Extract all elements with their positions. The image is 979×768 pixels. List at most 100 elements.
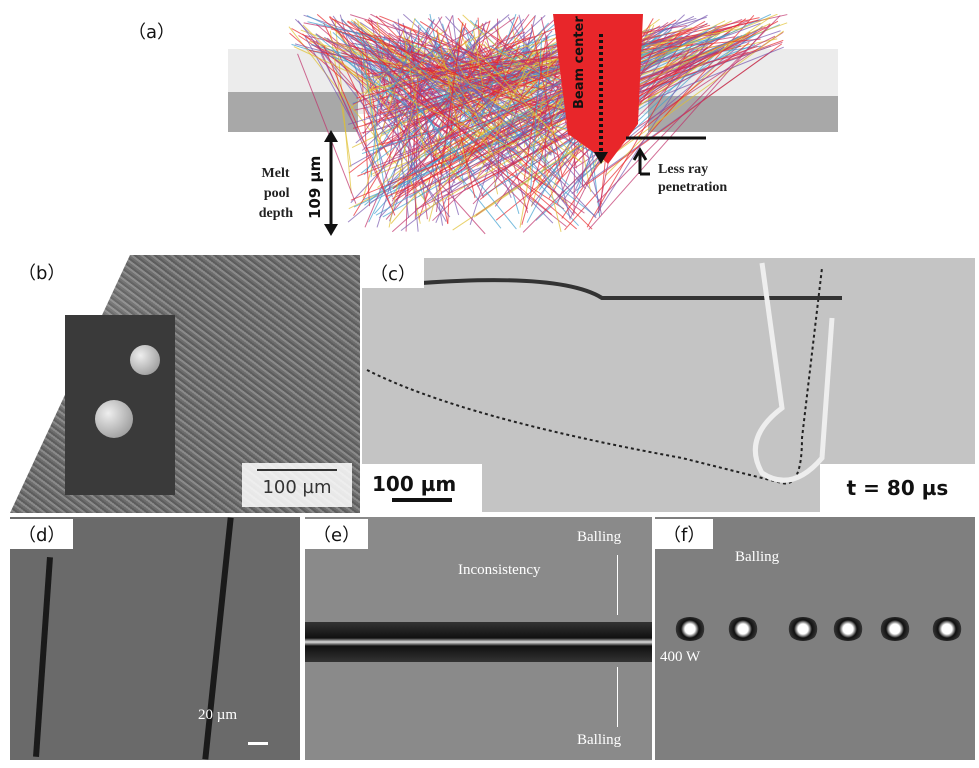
powder-particle: [130, 345, 160, 375]
beam-center-text: Beam center: [572, 16, 587, 109]
ray: [400, 36, 583, 163]
panel-f-sem-image: （f） Balling 400 W: [655, 517, 975, 760]
ray: [331, 18, 547, 115]
ray: [409, 29, 444, 226]
ray: [315, 33, 377, 87]
melt-pool-boundary: [366, 267, 823, 485]
balling-particle: [727, 617, 759, 641]
ray: [390, 17, 515, 108]
svg-text:Melt pool dept: Melt pool depth: [259, 166, 293, 221]
ray: [452, 14, 466, 121]
ray: [439, 23, 464, 176]
panel-c-xray-image: （c） 100 µm t = 80 µs: [362, 258, 975, 512]
ray: [588, 23, 771, 230]
ray: [350, 18, 525, 204]
panel-b-sem-image: （b） 100 µm: [10, 255, 360, 513]
ray: [481, 22, 504, 97]
ray: [391, 14, 530, 207]
ray: [350, 37, 562, 139]
panel-f-label: （f）: [655, 519, 714, 549]
ray: [378, 18, 435, 103]
ray-tracing-image: Beam center 109 µm Melt pool depth Less …: [228, 14, 838, 236]
ray: [371, 35, 696, 169]
ray: [361, 20, 501, 151]
penetration-text: penetration: [658, 180, 727, 195]
scale-bar: 100 µm: [242, 463, 352, 507]
ray: [312, 40, 486, 235]
ray: [465, 45, 587, 190]
ray: [477, 30, 543, 178]
scale-bar-text: 20 µm: [198, 707, 238, 723]
ray: [448, 16, 519, 168]
ray: [339, 14, 393, 198]
ray: [474, 48, 579, 162]
ray: [406, 51, 720, 197]
ray: [381, 48, 495, 126]
time-stamp: t = 80 µs: [820, 464, 975, 512]
ray: [350, 14, 554, 79]
ray: [363, 43, 383, 111]
ray: [438, 17, 512, 198]
ray: [362, 16, 443, 135]
keyhole: [752, 262, 835, 483]
balling-annotation: Balling: [735, 549, 780, 565]
scale-bar-text: 100 µm: [262, 477, 332, 498]
ray: [340, 52, 541, 108]
ray: [324, 36, 423, 95]
balling-particle: [832, 617, 864, 641]
ray: [472, 28, 484, 87]
ray: [392, 32, 562, 190]
panel-e-label: （e）: [305, 519, 369, 549]
ray: [294, 43, 473, 92]
ray: [428, 39, 485, 128]
beam: [553, 14, 643, 164]
scale-bar: [248, 742, 268, 745]
balling-particle: [787, 617, 819, 641]
ray: [329, 30, 352, 168]
ray: [391, 42, 436, 82]
scale-bar-text: 100 µm: [372, 472, 457, 496]
ray: [466, 53, 553, 132]
melt-text: Melt: [262, 166, 290, 181]
ray: [361, 50, 385, 187]
panel-d-sem-image: （d） 20 µm: [10, 517, 300, 760]
ray: [405, 38, 485, 198]
ray: [386, 21, 490, 76]
less-ray-text: Less ray: [658, 162, 708, 177]
ray: [515, 30, 546, 79]
ray: [368, 49, 482, 149]
ray: [297, 53, 357, 204]
balling-annotation-bottom: Balling: [577, 732, 622, 748]
panel-d-label: （d）: [10, 519, 74, 549]
ray: [315, 40, 391, 206]
balling-annotation-top: Balling: [577, 529, 622, 545]
inconsistency-annotation: Inconsistency: [458, 562, 541, 578]
ray: [311, 43, 424, 78]
ray: [364, 19, 449, 86]
depth-text: depth: [259, 206, 293, 221]
ray: [323, 45, 396, 216]
ray: [398, 24, 534, 85]
ray: [447, 25, 460, 76]
panel-a-label: （a）: [128, 18, 176, 44]
ray: [431, 53, 543, 202]
scale-bar: 100 µm: [362, 464, 482, 512]
ray: [353, 21, 453, 171]
ray: [376, 34, 439, 228]
ray: [293, 46, 511, 148]
panel-a-ray-tracing: Beam center 109 µm Melt pool depth Less …: [228, 14, 838, 236]
balling-particle: [931, 617, 963, 641]
ray: [430, 50, 502, 170]
balling-particle: [879, 617, 911, 641]
power-annotation: 400 W: [660, 649, 701, 665]
powder-layer-left: [228, 92, 358, 132]
ray: [595, 30, 785, 168]
ray: [316, 14, 552, 215]
balling-particle: [674, 617, 706, 641]
less-ray-arrow-icon: [632, 147, 650, 176]
ray: [531, 24, 563, 177]
ray: [330, 28, 499, 78]
melt-track: [305, 622, 652, 662]
ray: [387, 43, 442, 91]
